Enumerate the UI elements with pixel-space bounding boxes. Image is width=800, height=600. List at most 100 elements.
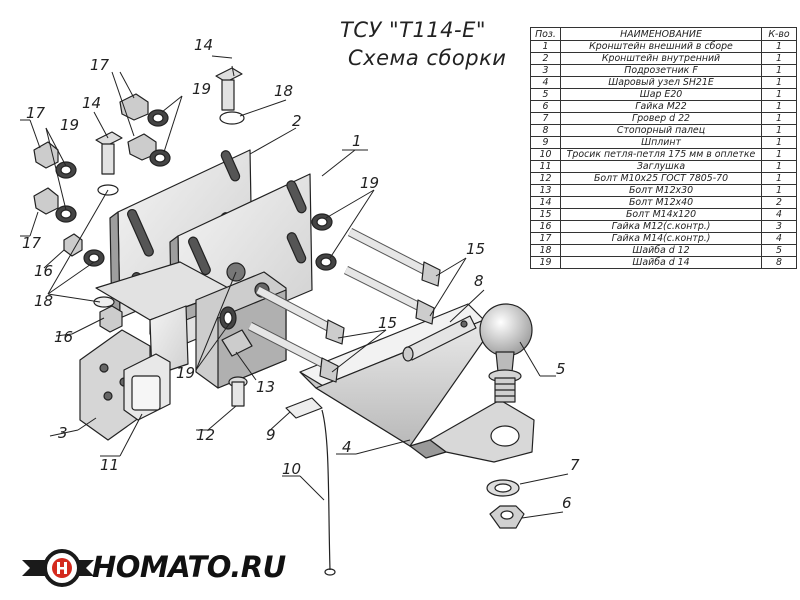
cell-position: 19 (530, 256, 561, 269)
callout-7: 7 (570, 456, 580, 474)
cell-name: Гайка М22 (560, 100, 762, 113)
cell-name: Болт М12х30 (560, 184, 762, 197)
cell-quantity: 5 (761, 244, 797, 257)
cell-quantity: 8 (761, 256, 797, 269)
callout-13: 13 (256, 378, 275, 396)
cell-quantity: 1 (761, 52, 797, 65)
callout-16a: 16 (34, 262, 53, 280)
cell-quantity: 1 (761, 112, 797, 125)
small-bolt-part (228, 376, 248, 407)
header-name: НАИМЕНОВАНИЕ (560, 27, 762, 41)
cell-position: 5 (530, 88, 561, 101)
callout-5: 5 (556, 360, 566, 378)
cell-position: 18 (530, 244, 561, 257)
cell-quantity: 4 (761, 208, 797, 221)
cell-name: Болт М10х25 ГОСТ 7805-70 (560, 172, 762, 185)
callout-1: 1 (352, 132, 362, 150)
cell-name: Подрозетник F (560, 64, 762, 77)
parts-table-header: Поз. НАИМЕНОВАНИЕ К-во (530, 27, 797, 41)
cell-position: 15 (530, 208, 561, 221)
plug-cap-part (123, 353, 171, 421)
cell-name: Стопорный палец (560, 124, 762, 137)
cell-quantity: 1 (761, 124, 797, 137)
callout-17b: 17 (26, 104, 46, 122)
logo-text: HOMATO.RU (92, 550, 286, 584)
tow-ball-part (479, 303, 533, 403)
callout-12: 12 (196, 426, 215, 444)
cell-position: 17 (530, 232, 561, 245)
cell-position: 16 (530, 220, 561, 233)
cell-position: 8 (530, 124, 561, 137)
cell-quantity: 3 (761, 220, 797, 233)
cell-quantity: 1 (761, 148, 797, 161)
cell-position: 11 (530, 160, 561, 173)
leader-lines (20, 55, 569, 519)
callout-19c: 19 (360, 174, 379, 192)
callout-18b: 18 (34, 292, 53, 310)
cell-quantity: 1 (761, 88, 797, 101)
cell-name: Болт М14х120 (560, 208, 762, 221)
callout-8: 8 (474, 272, 484, 290)
cell-position: 10 (530, 148, 561, 161)
cell-position: 7 (530, 112, 561, 125)
homato-logo (22, 549, 94, 587)
left-hardware (33, 67, 337, 333)
cell-quantity: 1 (761, 172, 797, 185)
callout-4: 4 (342, 438, 352, 456)
callout-14b: 14 (82, 94, 101, 112)
cell-name: Шайба d 12 (560, 244, 762, 257)
callout-11: 11 (100, 456, 119, 474)
callout-2: 2 (292, 112, 302, 130)
cell-position: 13 (530, 184, 561, 197)
cell-quantity: 1 (761, 136, 797, 149)
callout-17c: 17 (22, 234, 42, 252)
diagram-title: ТСУ "Т114-Е" (340, 18, 487, 42)
cell-quantity: 4 (761, 232, 797, 245)
cell-position: 12 (530, 172, 561, 185)
callout-19b: 19 (60, 116, 79, 134)
cell-name: Гровер d 22 (560, 112, 762, 125)
callout-19a: 19 (192, 80, 211, 98)
callout-3: 3 (58, 424, 68, 442)
cell-position: 6 (530, 100, 561, 113)
long-bolts (247, 227, 441, 383)
cable-part (321, 409, 331, 571)
cell-quantity: 1 (761, 160, 797, 173)
callout-10: 10 (282, 460, 301, 478)
callout-18a: 18 (274, 82, 293, 100)
cell-name: Заглушка (560, 160, 762, 173)
cell-position: 2 (530, 52, 561, 65)
diagram-subtitle: Схема сборки (348, 46, 507, 70)
cell-position: 14 (530, 196, 561, 209)
cell-name: Тросик петля-петля 175 мм в оплетке (560, 148, 762, 161)
callout-15b: 15 (378, 314, 397, 332)
callout-15a: 15 (466, 240, 485, 258)
cell-name: Гайка М12(с.контр.) (560, 220, 762, 233)
cell-name: Гайка М14(с.контр.) (560, 232, 762, 245)
callout-19d: 19 (176, 364, 195, 382)
callout-14a: 14 (194, 36, 213, 54)
bolt-13-part (221, 329, 253, 357)
cell-name: Кронштейн внешний в сборе (560, 40, 762, 53)
cell-name: Шайба d 14 (560, 256, 762, 269)
cell-quantity: 1 (761, 76, 797, 89)
cell-name: Болт М12х40 (560, 196, 762, 209)
cell-name: Шаровый узел SH21E (560, 76, 762, 89)
cell-name: Шар Е20 (560, 88, 762, 101)
